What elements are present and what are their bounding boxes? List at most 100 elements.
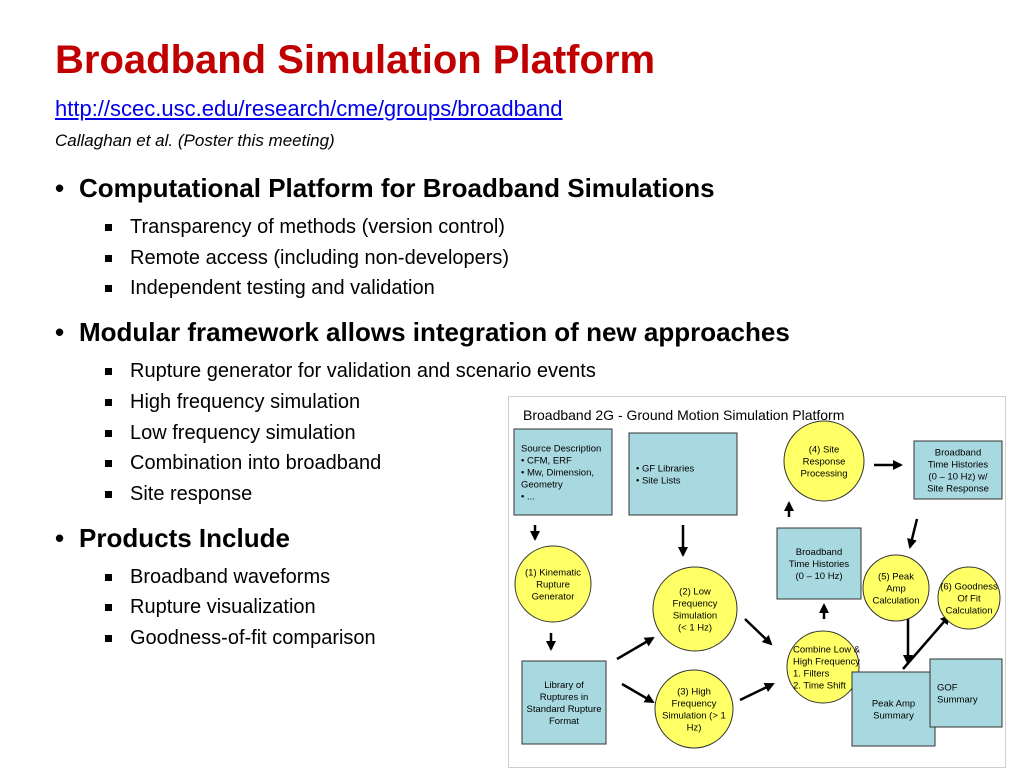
node-label: Time Histories — [789, 559, 850, 570]
node-circle — [783, 420, 865, 502]
section-modular-framework: •Modular framework allows integration of… — [55, 314, 790, 510]
node-circle — [652, 566, 738, 652]
node-label: (2) Low — [679, 586, 711, 597]
node-label: Processing — [801, 468, 848, 479]
sub-list: Broadband waveforms Rupture visualizatio… — [55, 562, 535, 654]
flow-arrow — [621, 682, 655, 704]
square-bullet-icon — [105, 490, 112, 498]
node-box — [913, 440, 1003, 500]
node-label: 2. Time Shift — [793, 680, 846, 691]
node-gf: • GF Libraries• Site Lists — [628, 432, 738, 516]
node-circle — [862, 554, 930, 622]
sub-item: Broadband waveforms — [105, 562, 535, 593]
node-label: (3) High — [677, 686, 711, 697]
node-label: Frequency — [672, 698, 717, 709]
node-label: Of Fit — [957, 593, 981, 604]
node-label: Peak Amp — [872, 698, 915, 709]
node-circle — [786, 630, 860, 704]
sub-item: High frequency simulation — [105, 387, 535, 418]
bullet-dot: • — [55, 522, 65, 553]
node-label: (0 – 10 Hz) — [796, 571, 843, 582]
sub-item: Goodness-of-fit comparison — [105, 623, 535, 654]
square-bullet-icon — [105, 224, 112, 231]
node-label: Calculation — [946, 605, 993, 616]
sub-list: Rupture generator for validation and sce… — [55, 356, 596, 510]
node-label: Generator — [532, 591, 575, 602]
node-label: Geometry — [521, 479, 563, 490]
sub-item: Rupture visualization — [105, 592, 535, 623]
node-label: Rupture — [536, 579, 570, 590]
node-circle — [654, 669, 734, 749]
section-heading: Products Include — [79, 522, 290, 553]
diagram-svg: Broadband 2G - Ground Motion Simulation … — [513, 407, 1003, 749]
node-label: Summary — [937, 694, 978, 705]
node-label: Frequency — [673, 598, 718, 609]
node-label: Format — [549, 716, 579, 727]
node-label: Hz) — [687, 722, 702, 733]
bullet-dot: • — [55, 317, 65, 348]
flow-arrow — [739, 682, 775, 702]
node-label: Calculation — [873, 595, 920, 606]
node-label: • Mw, Dimension, — [521, 467, 594, 478]
square-bullet-icon — [105, 635, 112, 643]
node-label: (1) Kinematic — [525, 567, 581, 578]
node-label: (5) Peak — [878, 571, 914, 582]
node-label: Summary — [873, 710, 914, 721]
node-source: Source Description• CFM, ERF• Mw, Dimens… — [513, 428, 613, 516]
node-circle — [937, 566, 1001, 630]
node-label: Broadband — [796, 547, 842, 558]
node-label: (0 – 10 Hz) w/ — [928, 471, 987, 482]
flow-arrow — [616, 636, 655, 661]
square-bullet-icon — [105, 285, 112, 293]
sub-item: Low frequency simulation — [105, 418, 535, 449]
bullet-list: •Computational Platform for Broadband Si… — [55, 170, 790, 664]
node-box — [513, 428, 613, 516]
sub-item: Rupture generator for validation and sce… — [105, 356, 596, 387]
node-label: Broadband — [935, 447, 981, 458]
node-label: Simulation — [673, 610, 717, 621]
sub-item: Site response — [105, 479, 535, 510]
node-box — [776, 527, 862, 600]
section-products: • Products Include Broadband waveforms Ru… — [55, 520, 535, 654]
node-label: Simulation (> 1 — [662, 710, 726, 721]
square-bullet-icon — [105, 368, 112, 376]
sub-item: Remote access (including non-developers) — [105, 243, 535, 274]
sub-item: Combination into broadband — [105, 448, 535, 479]
node-label: High Frequency — [793, 656, 860, 667]
square-bullet-icon — [105, 254, 112, 262]
node-box — [628, 432, 738, 516]
node-label: Site Response — [927, 483, 989, 494]
node-label: (< 1 Hz) — [678, 622, 712, 633]
node-label: Response — [803, 456, 846, 467]
square-bullet-icon — [105, 460, 112, 468]
node-box — [929, 658, 1003, 728]
sub-item: Transparency of methods (version control… — [105, 212, 535, 243]
node-label: • GF Libraries — [636, 463, 694, 474]
node-label: Combine Low & — [793, 644, 861, 655]
node-label: Source Description — [521, 443, 601, 454]
node-label: GOF — [937, 682, 958, 693]
node-label: Amp — [886, 583, 906, 594]
broadband-link[interactable]: http://scec.usc.edu/research/cme/groups/… — [55, 96, 563, 121]
node-label: Standard Rupture — [527, 704, 602, 715]
node-label: 1. Filters — [793, 668, 830, 679]
node-label: • ... — [521, 491, 535, 502]
node-circle — [514, 545, 592, 623]
flow-arrow — [744, 618, 773, 646]
slide-title: Broadband Simulation Platform — [55, 38, 656, 82]
node-label: • Site Lists — [636, 475, 681, 486]
flow-arrow — [902, 614, 951, 670]
citation: Callaghan et al. (Poster this meeting) — [55, 131, 335, 150]
square-bullet-icon — [105, 604, 112, 612]
square-bullet-icon — [105, 573, 112, 581]
